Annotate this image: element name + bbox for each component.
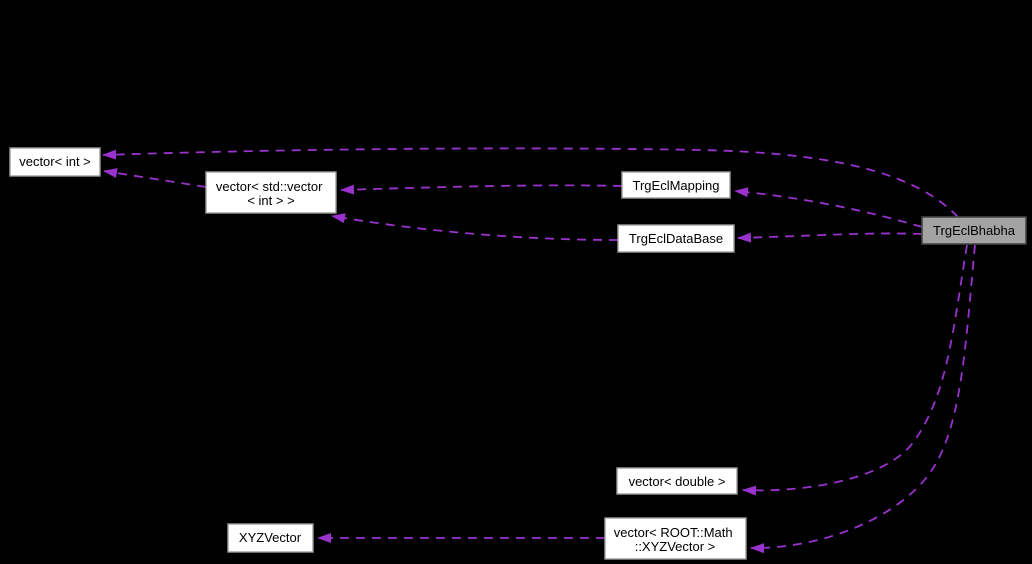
edge-trgecldatabase-to-vector-std-vector: [331, 213, 619, 241]
node-xyzvector[interactable]: XYZVector: [227, 523, 314, 553]
node-vector-int[interactable]: vector< int >: [9, 147, 101, 177]
node-trgeclbhabha: TrgEclBhabha: [921, 216, 1027, 245]
node-vector-double[interactable]: vector< double >: [616, 467, 738, 495]
node-box: [921, 216, 1027, 245]
node-vector-root-math-xyzvector[interactable]: vector< ROOT::Math ::XYZVector >: [604, 517, 747, 560]
node-box: [9, 147, 101, 177]
edge-trgeclbhabha-to-vector-double: [742, 244, 968, 496]
node-box: [617, 224, 735, 253]
edge-vector-std-vector-to-vector-int: [103, 168, 207, 188]
node-box: [616, 467, 738, 495]
node-label: TrgEclBhabha: [933, 223, 1016, 238]
node-label: vector< std::vector < int > >: [216, 179, 326, 208]
edge-trgeclbhabha-to-trgecldatabase: [737, 232, 923, 243]
node-box: [227, 523, 314, 553]
node-trgeclmapping[interactable]: TrgEclMapping: [621, 171, 731, 199]
node-label: vector< double >: [629, 474, 726, 489]
node-label: vector< ROOT::Math ::XYZVector >: [614, 525, 736, 554]
node-box: [205, 171, 337, 214]
edge-trgeclbhabha-to-vector-int: [102, 147, 959, 218]
node-box: [604, 517, 747, 560]
node-label: XYZVector: [239, 530, 302, 545]
edge-trgeclmapping-to-vector-std-vector: [340, 184, 623, 195]
node-box: [621, 171, 731, 199]
node-label: TrgEclDataBase: [629, 231, 723, 246]
node-label: TrgEclMapping: [633, 178, 720, 193]
node-label: vector< int >: [19, 154, 91, 169]
node-trgecldatabase[interactable]: TrgEclDataBase: [617, 224, 735, 253]
edge-trgeclbhabha-to-trgeclmapping: [734, 187, 923, 228]
edge-trgeclbhabha-to-vector-xyzvector: [750, 244, 976, 554]
node-vector-std-vector-int[interactable]: vector< std::vector < int > >: [205, 171, 337, 214]
